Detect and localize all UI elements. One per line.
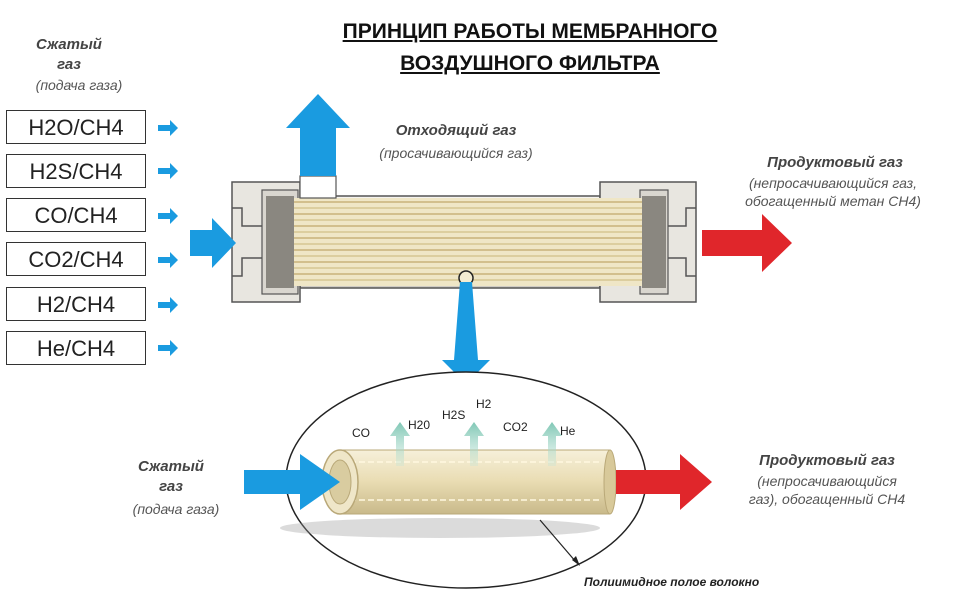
detail-feed-sub: (подача газа) (132, 501, 220, 517)
product-sub-1: (непросачивающийся газ, (748, 175, 918, 191)
gas-box-h2: H2/CH4 (6, 287, 146, 321)
permeate-label: Отходящий газ (395, 122, 517, 139)
permeation-arrows (390, 422, 562, 466)
detail-product-sub-2: газ), обогащенный СН4 (748, 491, 906, 507)
molecule-h2s: H2S (442, 408, 466, 422)
molecule-co2: CO2 (503, 420, 528, 434)
feed-arrow-icon (190, 218, 236, 268)
molecule-h2o: H20 (408, 418, 431, 432)
page-title: ПРИНЦИП РАБОТЫ МЕМБРАННОГО (342, 20, 718, 43)
filter-module (231, 175, 697, 303)
gas-box-co: CO/CH4 (6, 198, 146, 232)
detail-product-sub-1: (непросачивающийся (757, 473, 897, 489)
detail-product-label: Продуктовый газ (759, 452, 895, 469)
permeate-arrow-icon (286, 94, 350, 176)
gas-box-h2o: H2O/CH4 (6, 110, 146, 144)
molecule-he: He (560, 424, 576, 438)
molecule-co: CO (352, 426, 370, 440)
detail-feed-label: Сжатый (138, 458, 204, 475)
page-title-line2: ВОЗДУШНОГО ФИЛЬТРА (400, 52, 660, 75)
feed-label: Сжатый (36, 36, 102, 53)
detail-feed-arrow-icon (244, 454, 340, 510)
detail-product-arrow-icon (616, 454, 712, 510)
molecule-h2: H2 (476, 397, 492, 411)
zoom-arrow-icon (442, 282, 490, 384)
feed-sub: (подача газа) (35, 77, 123, 93)
gas-box-h2s: H2S/CH4 (6, 154, 146, 188)
detail-fiber (280, 449, 617, 538)
product-arrow-icon (702, 214, 792, 272)
detail-feed-label-2: газ (159, 478, 183, 495)
fiber-pointer-line (539, 519, 577, 563)
fiber-label: Полиимидное полое волокно (584, 575, 760, 589)
permeate-sub: (просачивающийся газ) (379, 145, 533, 161)
mixture-arrows (158, 120, 178, 356)
feed-label-2: газ (57, 56, 81, 73)
product-label: Продуктовый газ (767, 154, 903, 171)
product-sub-2: обогащенный метан СН4) (745, 193, 921, 209)
gas-box-co2: CO2/CH4 (6, 242, 146, 276)
gas-box-he: He/CH4 (6, 331, 146, 365)
